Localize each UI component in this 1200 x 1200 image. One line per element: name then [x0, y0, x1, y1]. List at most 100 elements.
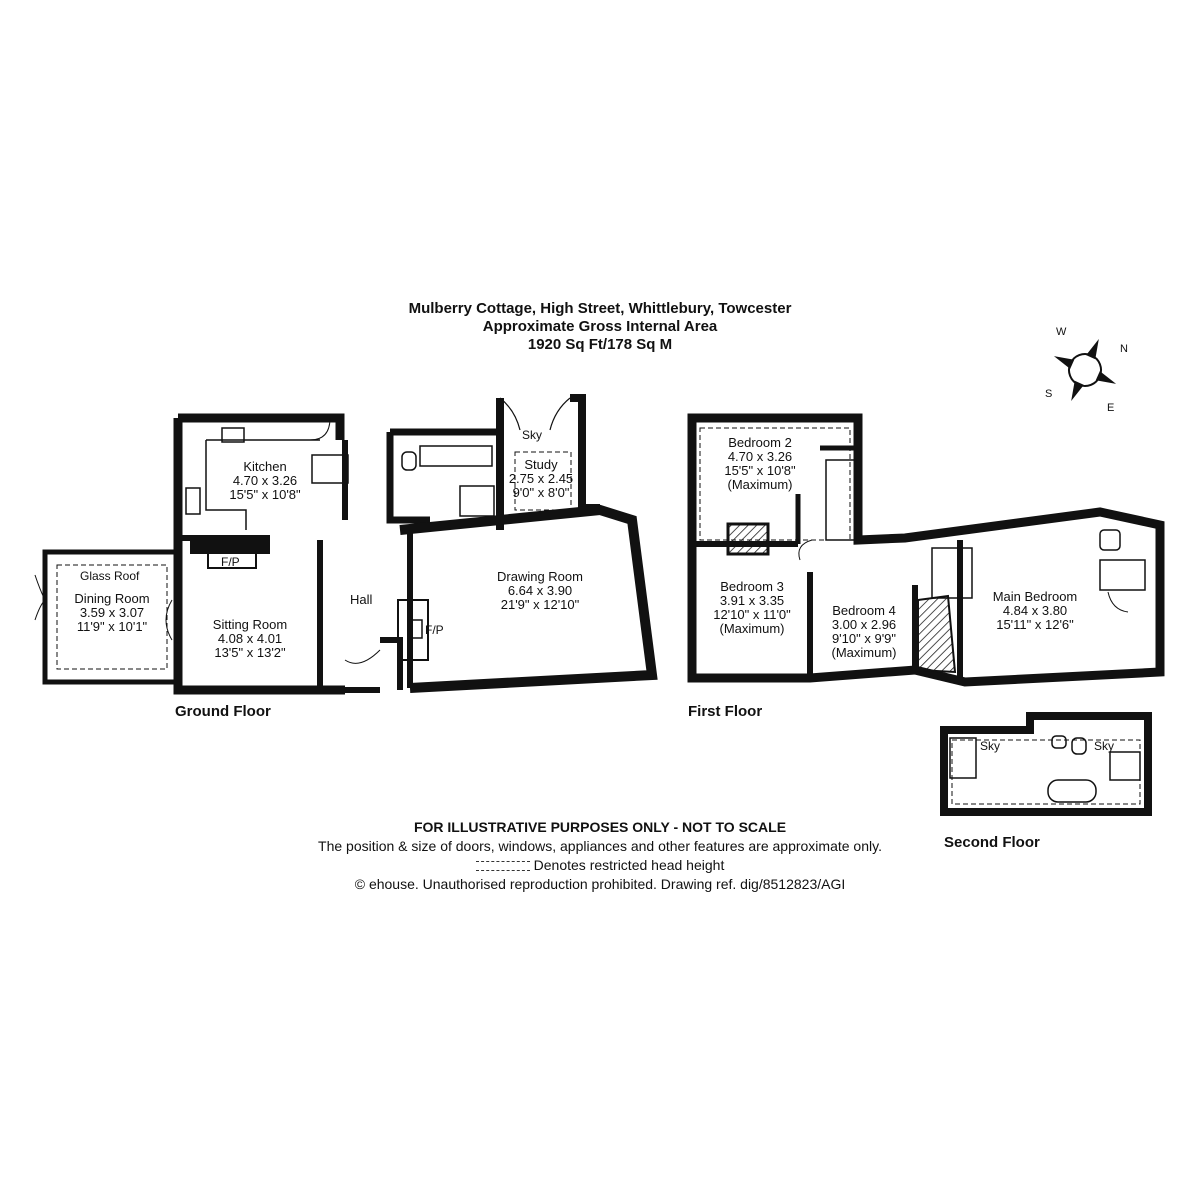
toilet-icon: [1071, 737, 1087, 755]
shower-icon: [459, 485, 495, 517]
compass-south: S: [1045, 388, 1053, 400]
room-bedroom-2: Bedroom 2 4.70 x 3.26 15'5" x 10'8" (Max…: [712, 436, 808, 492]
sink-icon: [185, 487, 201, 515]
wc-icon: [401, 451, 417, 471]
bedroom4-chimney-hatched: [917, 594, 957, 674]
sitting-fireplace-block: [190, 538, 270, 554]
room-name: Bedroom 4: [832, 603, 896, 618]
room-dining: Dining Room 3.59 x 3.07 11'9" x 10'1": [62, 592, 162, 634]
main-bedroom-stairs: [931, 547, 973, 599]
copyright-text: © ehouse. Unauthorised reproduction proh…: [354, 876, 846, 892]
room-note: (Maximum): [727, 477, 793, 492]
room-note: (Maximum): [831, 645, 897, 660]
chimney-breast-hatched: [726, 522, 770, 556]
room-drawing: Drawing Room 6.64 x 3.90 21'9" x 12'10": [480, 570, 600, 612]
room-imperial: 15'5" x 10'8": [229, 487, 301, 502]
room-note: (Maximum): [719, 621, 785, 636]
room-bedroom-3: Bedroom 3 3.91 x 3.35 12'10" x 11'0" (Ma…: [704, 580, 800, 636]
floor-label-second: Second Floor: [944, 834, 1040, 851]
ground-floor-plan: [34, 394, 658, 695]
room-imperial: 13'5" x 13'2": [214, 645, 286, 660]
disclaimer-text: The position & size of doors, windows, a…: [318, 838, 882, 854]
room-metric: 3.91 x 3.35: [719, 593, 785, 608]
plan-title: Mulberry Cottage, High Street, Whittlebu…: [408, 300, 792, 317]
door-swing: [34, 574, 46, 621]
room-name: Main Bedroom: [992, 589, 1078, 604]
door-swing: [344, 649, 381, 664]
disclaimer-heading: FOR ILLUSTRATIVE PURPOSES ONLY - NOT TO …: [413, 819, 787, 835]
second-floor-sky-left: Sky: [980, 739, 1001, 753]
ensuite-basin: [1099, 529, 1121, 551]
room-bedroom-4: Bedroom 4 3.00 x 2.96 9'10" x 9'9" (Maxi…: [818, 604, 910, 660]
dining-room-outline: [42, 549, 181, 685]
floor-label-first: First Floor: [688, 703, 763, 720]
floor-label-ground: Ground Floor: [175, 703, 271, 720]
plan-header: Mulberry Cottage, High Street, Whittlebu…: [300, 300, 900, 354]
room-metric: 3.00 x 2.96: [831, 617, 897, 632]
door-swing: [165, 599, 173, 641]
hall-walls: [342, 440, 403, 693]
room-imperial: 21'9" x 12'10": [500, 597, 580, 612]
study-french-doors: [499, 397, 571, 431]
dashed-line-icon: [475, 861, 530, 872]
landing-walls: [795, 445, 858, 544]
room-metric: 4.70 x 3.26: [727, 449, 793, 464]
plan-area: 1920 Sq Ft/178 Sq M: [527, 336, 673, 353]
room-metric: 2.75 x 2.45: [508, 471, 574, 486]
second-floor-walls: [940, 712, 1152, 816]
room-imperial: 15'5" x 10'8": [724, 463, 796, 478]
study-skylight-label: Sky: [522, 428, 543, 442]
room-metric: 4.70 x 3.26: [232, 473, 298, 488]
compass-west: W: [1056, 326, 1067, 338]
drawing-room-walls: [399, 504, 658, 693]
room-main-bedroom: Main Bedroom 4.84 x 3.80 15'11" x 12'6": [980, 590, 1090, 632]
room-name: Drawing Room: [497, 569, 583, 584]
door-swing: [798, 539, 813, 561]
drawing-fireplace-label: F/P: [425, 623, 444, 637]
sitting-fireplace-label: F/P: [221, 555, 240, 569]
room-name: Study: [524, 457, 558, 472]
room-name: Dining Room: [74, 591, 150, 606]
compass-rose-icon: [1053, 338, 1117, 402]
room-name: Bedroom 3: [720, 579, 784, 594]
room-metric: 3.59 x 3.07: [79, 605, 145, 620]
drawing-fireplace: [397, 599, 429, 661]
first-floor-stairs: [825, 459, 857, 541]
door-swing: [1107, 591, 1129, 613]
kitchen-walls: [173, 413, 345, 695]
glass-roof-outline: [56, 564, 168, 670]
first-floor-outer-walls: [687, 413, 1165, 687]
room-hall: Hall: [350, 592, 373, 607]
second-shower-icon: [1109, 751, 1141, 781]
ensuite-shower: [1099, 559, 1146, 591]
compass-north: N: [1120, 343, 1128, 355]
room-name: Kitchen: [243, 459, 287, 474]
bathtub-icon: [1047, 779, 1097, 803]
room-name: Sitting Room: [212, 617, 288, 632]
room-imperial: 12'10" x 11'0": [713, 607, 791, 622]
drawing-fireplace-inner: [409, 619, 423, 639]
room-metric: 4.84 x 3.80: [1002, 603, 1068, 618]
door-swing: [309, 417, 331, 441]
room-imperial: 9'0" x 8'0": [512, 485, 570, 500]
kitchen-worktop: [205, 439, 320, 530]
study-skylight: [514, 451, 572, 511]
room-imperial: 11'9" x 10'1": [76, 619, 148, 634]
room-imperial: 9'10" x 9'9": [831, 631, 897, 646]
room-sitting: Sitting Room 4.08 x 4.01 13'5" x 13'2": [195, 618, 305, 660]
room-metric: 4.08 x 4.01: [217, 631, 283, 646]
room-study: Study 2.75 x 2.45 9'0" x 8'0": [508, 458, 574, 500]
room-kitchen: Kitchen 4.70 x 3.26 15'5" x 10'8": [210, 460, 320, 502]
second-floor-plan: [940, 712, 1152, 816]
plan-footer: FOR ILLUSTRATIVE PURPOSES ONLY - NOT TO …: [200, 818, 1000, 894]
bedroom2-restricted-height: [699, 427, 851, 541]
plan-subtitle: Approximate Gross Internal Area: [482, 318, 718, 335]
first-floor-plan: [687, 413, 1165, 687]
room-metric: 6.64 x 3.90: [507, 583, 573, 598]
basin-icon: [1051, 735, 1067, 749]
restricted-height-legend: Denotes restricted head height: [200, 856, 1000, 875]
glass-roof-label: Glass Roof: [80, 569, 140, 583]
restricted-height-text: Denotes restricted head height: [533, 857, 725, 873]
second-floor-stairs: [949, 737, 977, 779]
